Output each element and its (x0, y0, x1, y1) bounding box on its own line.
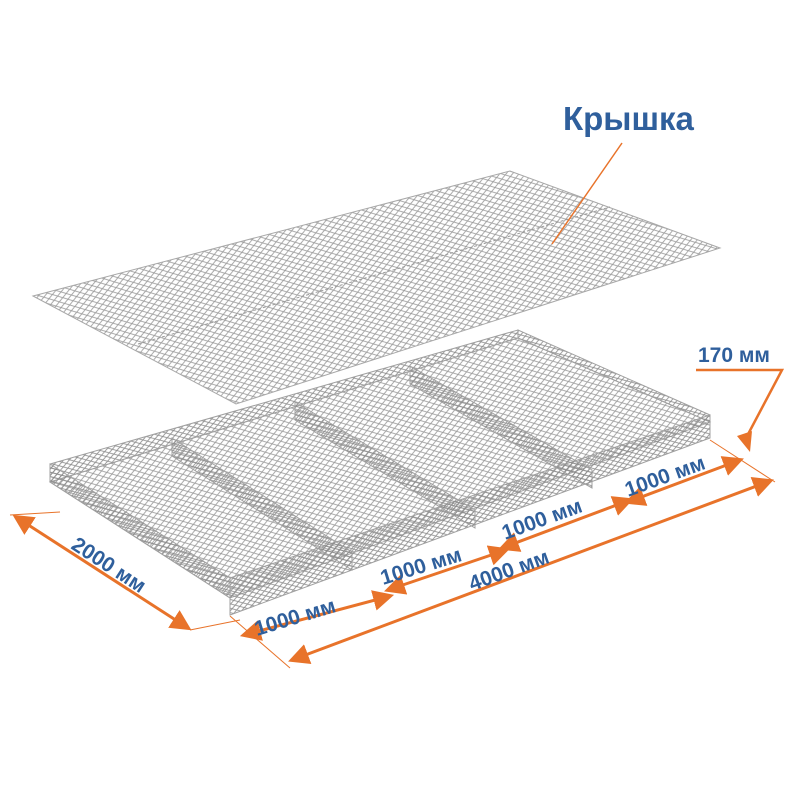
height-callout: 170 мм (696, 344, 785, 452)
lid-panel (31, 170, 722, 405)
width-label: 2000 мм (67, 533, 150, 598)
height-label: 170 мм (698, 344, 770, 367)
total-length-label: 4000 мм (466, 545, 552, 595)
lid-label: Крышка (563, 100, 695, 137)
lid-callout: Крышка (551, 100, 695, 245)
